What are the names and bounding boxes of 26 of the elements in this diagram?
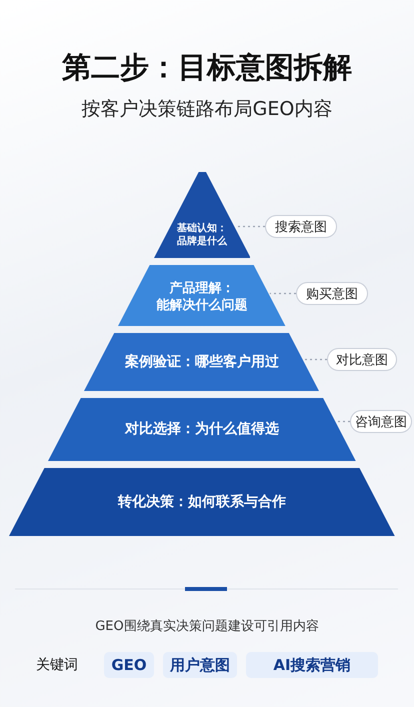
pyramid-layer — [118, 265, 286, 326]
intent-tag: 对比意图 — [327, 348, 397, 371]
pyramid-layer — [154, 172, 250, 258]
pyramid-layer — [84, 333, 320, 391]
leader-line — [336, 420, 350, 422]
keyword-tag: GEO — [104, 652, 154, 678]
intent-tag: 咨询意图 — [350, 410, 412, 433]
layer-text: 产品理解： — [168, 280, 236, 298]
intent-tag: 搜索意图 — [265, 215, 337, 238]
leader-line — [270, 292, 296, 294]
layer-text: 案例验证：哪些客户用过 — [124, 352, 279, 372]
intent-tag: 购买意图 — [296, 282, 368, 305]
keyword-tag: 用户意图 — [163, 652, 237, 678]
keyword-tag: AI搜索营销 — [246, 652, 378, 678]
leader-line — [304, 358, 327, 360]
layer-text: 基础认知： — [176, 222, 227, 235]
layer-text: 转化决策：如何联系与合作 — [118, 492, 286, 512]
pyramid-layer — [9, 468, 395, 536]
layer-text: 能解决什么问题 — [156, 298, 248, 314]
pyramid-layer — [48, 398, 356, 461]
layer-text: 对比选择：为什么值得选 — [124, 420, 279, 439]
layer-text: 品牌是什么 — [176, 235, 227, 248]
keyword-label: 关键词 — [36, 656, 79, 674]
description-text: GEO围绕真实决策问题建设可引用内容 — [94, 618, 320, 635]
title: 第二步：目标意图拆解 — [61, 49, 353, 86]
subtitle: 按客户决策链路布局GEO内容 — [80, 97, 334, 122]
